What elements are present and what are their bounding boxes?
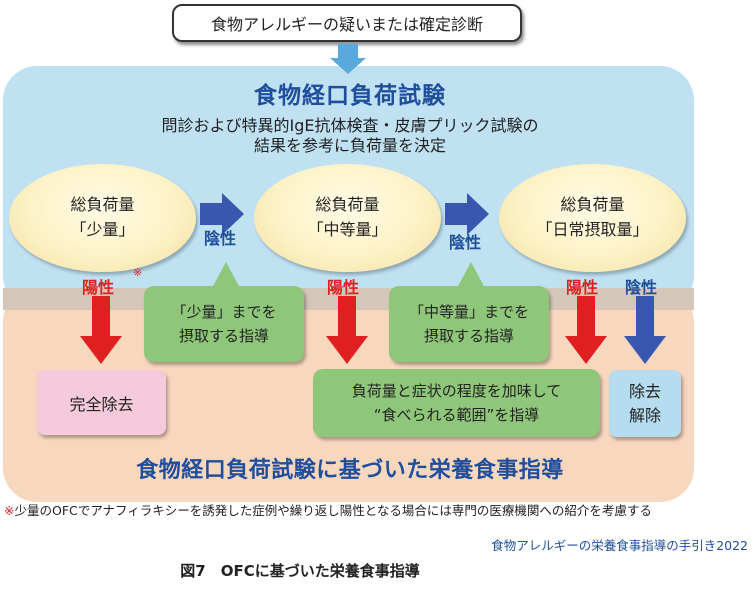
guide-range-box: 負荷量と症状の程度を加味して “食べられる範囲”を指導 [313,369,600,437]
step-daily-line2: 「日常摂取量」 [536,220,649,239]
footnote: ※少量のOFCでアナフィラキシーを誘発した症例や繰り返し陽性となる場合には専門の… [4,500,749,519]
ofc-description-line2: 結果を参考に負荷量を決定 [253,136,446,155]
negative-label-3: 陰性 [625,278,658,297]
step-daily-line1: 総負荷量 [560,195,625,215]
guide-small-box: 「少量」までを 摂取する指導 [144,286,304,362]
step-medium-line1: 総負荷量 [315,195,380,215]
result-removal-release: 除去 解除 [609,370,681,437]
positive-label-1: 陽性 [82,278,115,297]
guide-medium-line2: 摂取する指導 [423,327,514,345]
footnote-text: 少量のOFCでアナフィラキシーを誘発した症例や繰り返し陽性となる場合には専門の医… [14,503,652,518]
ofc-title: 食物経口負荷試験 [254,83,446,109]
step-daily: 総負荷量 「日常摂取量」 [499,164,686,272]
step-medium: 総負荷量 「中等量」 [254,164,441,272]
step-medium-line2: 「中等量」 [307,220,388,239]
positive-note-mark: ※ [133,266,143,279]
negative-label-1: 陰性 [204,229,237,248]
guide-medium-line1: 「中等量」までを [408,303,529,321]
step-small-line1: 総負荷量 [70,195,135,215]
positive-label-2: 陽性 [327,278,360,297]
step-small-line2: 「少量」 [70,220,135,239]
guide-range-line1: 負荷量と症状の程度を加味して [351,382,562,400]
result-release-line1: 除去 [628,381,661,401]
figure-caption: 図7 OFCに基づいた栄養食事指導 [180,562,420,580]
ofc-description-line1: 問診および特異的IgE抗体検査・皮膚プリック試験の [161,116,539,135]
positive-label-3: 陽性 [566,278,599,297]
result-complete-removal-label: 完全除去 [69,394,134,414]
footnote-mark: ※ [4,503,15,518]
step-small: 総負荷量 「少量」 [9,164,196,272]
guidance-title: 食物経口負荷試験に基づいた栄養食事指導 [136,458,564,483]
source-credit: 食物アレルギーの栄養食事指導の手引き2022 [491,538,748,553]
negative-label-2: 陰性 [449,233,482,252]
guide-medium-box: 「中等量」までを 摂取する指導 [389,286,549,362]
result-complete-removal: 完全除去 [37,370,166,435]
result-release-line2: 解除 [628,405,661,425]
guide-small-line2: 摂取する指導 [178,327,269,345]
guide-small-line1: 「少量」までを [171,303,277,321]
start-label: 食物アレルギーの疑いまたは確定診断 [210,15,483,34]
guide-range-line2: “食べられる範囲”を指導 [373,406,540,424]
start-box: 食物アレルギーの疑いまたは確定診断 [172,4,522,42]
